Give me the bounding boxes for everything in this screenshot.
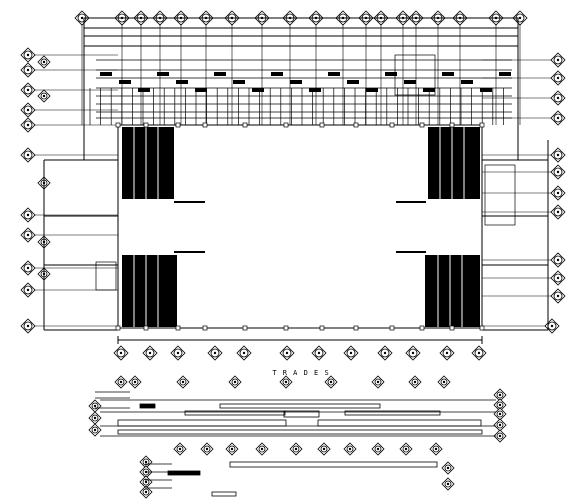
grid-bubble-section xyxy=(88,399,102,413)
grid-bubble-bottom xyxy=(471,345,487,361)
grid-bubble-right xyxy=(550,252,566,268)
trades-label: T R A D E S xyxy=(272,369,329,377)
grid-bubble-section xyxy=(139,485,153,499)
grid-bubble-left xyxy=(20,117,36,133)
grid-bubble-right xyxy=(550,52,566,68)
grid-bubble-right xyxy=(550,270,566,286)
right-grid-bubbles xyxy=(482,52,566,334)
grid-bubble-bottom xyxy=(142,345,158,361)
grid-bubble-bottom xyxy=(279,345,295,361)
grid-bubble-left-small xyxy=(37,55,51,69)
grid-bubble-section xyxy=(343,442,357,456)
grid-bubble-bottom-small xyxy=(176,375,190,389)
bleacher-stripes xyxy=(133,127,465,327)
grid-bubble-bottom xyxy=(236,345,252,361)
grid-bubble-left-small xyxy=(37,89,51,103)
grid-bubble-bottom xyxy=(113,345,129,361)
bleacher-bottom-right xyxy=(425,255,480,327)
grid-bubble-section xyxy=(441,477,455,491)
grid-bubble-bottom-small xyxy=(228,375,242,389)
grid-bubble-bottom xyxy=(170,345,186,361)
grid-bubble-right xyxy=(550,204,566,220)
grid-bubble-section xyxy=(493,418,507,432)
bottom-grid-bubbles xyxy=(88,345,507,499)
grid-bubble-bottom-small xyxy=(324,375,338,389)
grid-bubble-bottom xyxy=(343,345,359,361)
grid-bubble-section xyxy=(255,442,269,456)
grid-bubble-section xyxy=(139,455,153,469)
grid-bubble-section xyxy=(225,442,239,456)
grid-bubble-right xyxy=(550,164,566,180)
building-outline xyxy=(43,17,549,344)
grid-bubble-right xyxy=(544,318,560,334)
upper-detail-band xyxy=(89,54,516,291)
grid-bubble-bottom xyxy=(405,345,421,361)
grid-bubble-left xyxy=(20,62,36,78)
grid-bubble-left xyxy=(20,227,36,243)
grid-bubble-right xyxy=(550,185,566,201)
grid-bubble-bottom xyxy=(311,345,327,361)
grid-bubble-section xyxy=(493,429,507,443)
grid-bubble-bottom-small xyxy=(279,375,293,389)
bleacher-blocks xyxy=(122,127,480,327)
top-grid-lines xyxy=(81,24,521,125)
grid-bubble-section xyxy=(493,407,507,421)
grid-bubble-bottom xyxy=(207,345,223,361)
grid-bubble-right xyxy=(550,288,566,304)
grid-bubble-left xyxy=(20,318,36,334)
court-markings xyxy=(174,201,426,253)
grid-bubble-right xyxy=(550,147,566,163)
bleacher-top-right xyxy=(428,127,480,199)
grid-bubble-section xyxy=(399,442,413,456)
grid-bubble-right xyxy=(550,90,566,106)
grid-bubble-section xyxy=(289,442,303,456)
grid-bubble-section xyxy=(88,423,102,437)
grid-bubble-top xyxy=(512,10,528,26)
grid-bubble-bottom xyxy=(377,345,393,361)
grid-bubble-left xyxy=(20,147,36,163)
grid-bubble-section xyxy=(371,442,385,456)
grid-bubble-bottom xyxy=(439,345,455,361)
grid-bubble-bottom-small xyxy=(128,375,142,389)
grid-bubble-section xyxy=(317,442,331,456)
grid-bubble-left xyxy=(20,207,36,223)
grid-bubble-left xyxy=(20,260,36,276)
grid-bubble-bottom-small xyxy=(408,375,422,389)
grid-bubble-right xyxy=(550,70,566,86)
grid-bubble-section xyxy=(139,475,153,489)
grid-bubble-bottom-small xyxy=(371,375,385,389)
hall-columns xyxy=(115,122,485,331)
grid-bubble-left xyxy=(20,47,36,63)
grid-bubble-left xyxy=(20,102,36,118)
grid-bubble-section xyxy=(441,461,455,475)
left-grid-bubbles xyxy=(20,47,118,334)
bleacher-bottom-left xyxy=(122,255,177,327)
grid-bubble-section xyxy=(88,411,102,425)
section-details xyxy=(95,391,496,497)
grid-bubble-bottom-small xyxy=(114,375,128,389)
grid-bubble-left xyxy=(20,82,36,98)
grid-bubble-bottom-small xyxy=(437,375,451,389)
grid-bubble-left xyxy=(20,282,36,298)
grid-bubble-section xyxy=(429,442,443,456)
bleacher-top-left xyxy=(122,127,174,199)
grid-bubble-section xyxy=(200,442,214,456)
grid-bubble-right xyxy=(550,110,566,126)
grid-bubble-section xyxy=(173,442,187,456)
